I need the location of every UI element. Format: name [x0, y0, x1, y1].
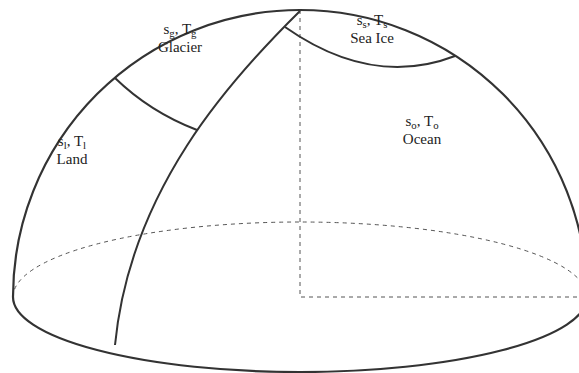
variable-label: ss, Ts — [350, 11, 394, 29]
equator-back — [13, 222, 579, 297]
region-label: sg, TgGlacier — [155, 19, 205, 57]
limb-outline — [13, 10, 579, 297]
region-name: Land — [57, 150, 88, 168]
meridian-boundary — [115, 11, 300, 345]
region-name: Sea Ice — [350, 29, 394, 47]
region-label: so, ToOcean — [400, 111, 444, 149]
equator-front — [13, 297, 579, 372]
region-name: Glacier — [158, 38, 202, 56]
variable-label: so, To — [403, 112, 441, 130]
region-label: ss, TsSea Ice — [347, 10, 397, 48]
region-name: Ocean — [403, 130, 441, 148]
glacier-boundary — [115, 78, 197, 130]
region-label: sl, TlLand — [54, 131, 91, 169]
sea-ice-boundary — [285, 27, 455, 67]
axis-lines — [300, 10, 579, 297]
variable-label: sl, Tl — [57, 132, 88, 150]
variable-label: sg, Tg — [158, 20, 202, 38]
